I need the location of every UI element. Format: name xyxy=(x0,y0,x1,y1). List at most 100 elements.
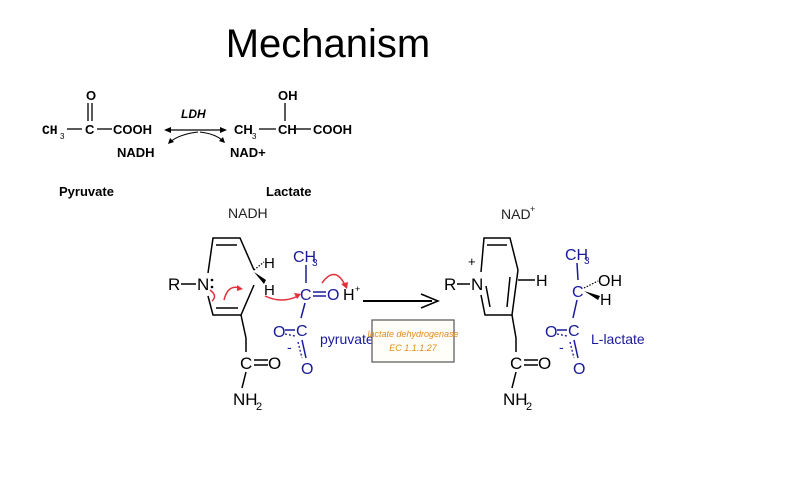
bond xyxy=(572,299,578,319)
electron-arrow xyxy=(209,289,216,302)
nad-header-sup: + xyxy=(530,204,535,214)
h-plus: H xyxy=(343,287,355,304)
hydride-arrow xyxy=(264,295,299,301)
bond xyxy=(511,371,517,389)
delocalized-bond xyxy=(569,341,575,359)
nad-ring: R N + H C O NH 2 xyxy=(444,237,551,413)
bond xyxy=(573,339,579,359)
slide-title: Mechanism xyxy=(225,22,431,66)
nad-plus-label: NAD+ xyxy=(230,145,266,160)
ring-double-bond xyxy=(506,276,511,308)
bond xyxy=(241,371,247,389)
nad-header: NAD xyxy=(501,206,531,222)
nad-curve xyxy=(199,131,224,142)
minus-charge: - xyxy=(559,339,564,355)
enzyme-ec: EC 1.1.1.27 xyxy=(389,343,438,353)
carboxylate-c: C xyxy=(568,323,580,340)
plus-charge: + xyxy=(468,254,476,269)
pyruvate-sub3: 3 xyxy=(60,132,65,141)
nadh-ring: R N C O NH 2 H H xyxy=(168,237,301,413)
carboxylate-o2: O xyxy=(573,361,585,378)
carbonyl-o: O xyxy=(268,354,281,373)
bond xyxy=(301,339,307,359)
bond xyxy=(511,314,517,339)
lactate-c: C xyxy=(572,284,584,301)
delocalized-bond xyxy=(284,333,296,337)
pyruvate-c: C xyxy=(85,122,95,137)
pyruvate-c: C xyxy=(300,287,312,304)
delocalized-bond xyxy=(297,341,303,359)
lactate-structure: CH 3 CH OH COOH xyxy=(234,88,352,141)
nitrogen: N xyxy=(471,275,483,294)
pyruvate-label: pyruvate xyxy=(320,331,374,347)
pyruvate-o: O xyxy=(86,88,96,103)
curve-head-right xyxy=(219,137,225,143)
ring-double-bond xyxy=(485,285,491,308)
lactate-mechanism: CH 3 C OH H O C - O L-lactate xyxy=(545,247,645,378)
carbonyl-o: O xyxy=(538,354,551,373)
ch3-label: CH xyxy=(293,249,316,266)
arrow-head xyxy=(420,293,440,309)
lactate-cooh: COOH xyxy=(313,122,352,137)
pyruvate-structure: CH 3 C O COOH xyxy=(42,88,152,141)
nadh-curve xyxy=(169,131,199,143)
arrowhead-left xyxy=(164,127,171,133)
nadh-header: NADH xyxy=(228,205,268,221)
h-plus-sup: + xyxy=(355,284,360,294)
carboxylate-o: O xyxy=(273,324,285,341)
ring-bonds-bottom xyxy=(207,284,255,316)
wedge-bond xyxy=(254,272,266,284)
reaction-arrow xyxy=(363,293,440,309)
lone-pair-dot xyxy=(210,285,214,289)
hashed-bond xyxy=(583,280,599,289)
delocalized-bond xyxy=(556,333,568,337)
ch3-sub: 3 xyxy=(584,256,590,267)
arrowhead xyxy=(294,293,301,299)
pyruvate-o: O xyxy=(327,287,339,304)
lactate-oh: OH xyxy=(278,88,298,103)
amide-nh: NH xyxy=(233,390,258,409)
lactate-label: L-lactate xyxy=(591,331,645,347)
bond xyxy=(240,314,247,339)
pyruvate-ch3: CH xyxy=(42,123,58,138)
ldh-arrows: LDH NADH NAD+ xyxy=(117,107,266,160)
ring-bonds-top xyxy=(480,237,519,273)
r-group: R xyxy=(444,275,456,294)
ch3-sub: 3 xyxy=(312,258,318,269)
carbonyl-c: C xyxy=(240,354,252,373)
enzyme-name: lactate dehydrogenase xyxy=(367,329,458,339)
hashed-bond xyxy=(253,261,265,271)
ring-bonds-top xyxy=(207,237,255,274)
arrowhead-right xyxy=(220,127,227,133)
arrowhead xyxy=(237,285,243,291)
bond xyxy=(576,262,579,281)
lactate-sub3: 3 xyxy=(252,132,257,141)
wedge-bond xyxy=(584,291,600,300)
enzyme-box: lactate dehydrogenase EC 1.1.1.27 xyxy=(367,319,459,363)
lactate-ch3: CH xyxy=(234,122,253,137)
pyruvate-cooh: COOH xyxy=(113,122,152,137)
enzyme-label: LDH xyxy=(181,107,206,121)
carboxylate-o2: O xyxy=(301,361,313,378)
nadh-label: NADH xyxy=(117,145,155,160)
r-group: R xyxy=(168,275,180,294)
carboxylate-c: C xyxy=(296,323,308,340)
carbonyl-c: C xyxy=(510,354,522,373)
ch3-label: CH xyxy=(565,247,588,264)
pyruvate-mechanism: CH 3 C O O C - O pyruvate xyxy=(273,249,374,378)
h-ring: H xyxy=(536,273,548,290)
amide-nh: NH xyxy=(503,390,528,409)
bond xyxy=(300,302,306,319)
arrowhead xyxy=(341,282,348,289)
h-hydride: H xyxy=(264,282,275,299)
nitrogen: N xyxy=(197,275,209,294)
lone-pair-dot xyxy=(210,278,214,282)
proton-arrow xyxy=(321,273,346,286)
pyruvate-name: Pyruvate xyxy=(59,184,114,199)
ring-bonds-bottom xyxy=(480,269,519,316)
amide-sub2: 2 xyxy=(526,401,532,413)
lactate-name: Lactate xyxy=(266,184,312,199)
curve-head-left xyxy=(168,138,174,144)
h-top: H xyxy=(264,255,275,272)
